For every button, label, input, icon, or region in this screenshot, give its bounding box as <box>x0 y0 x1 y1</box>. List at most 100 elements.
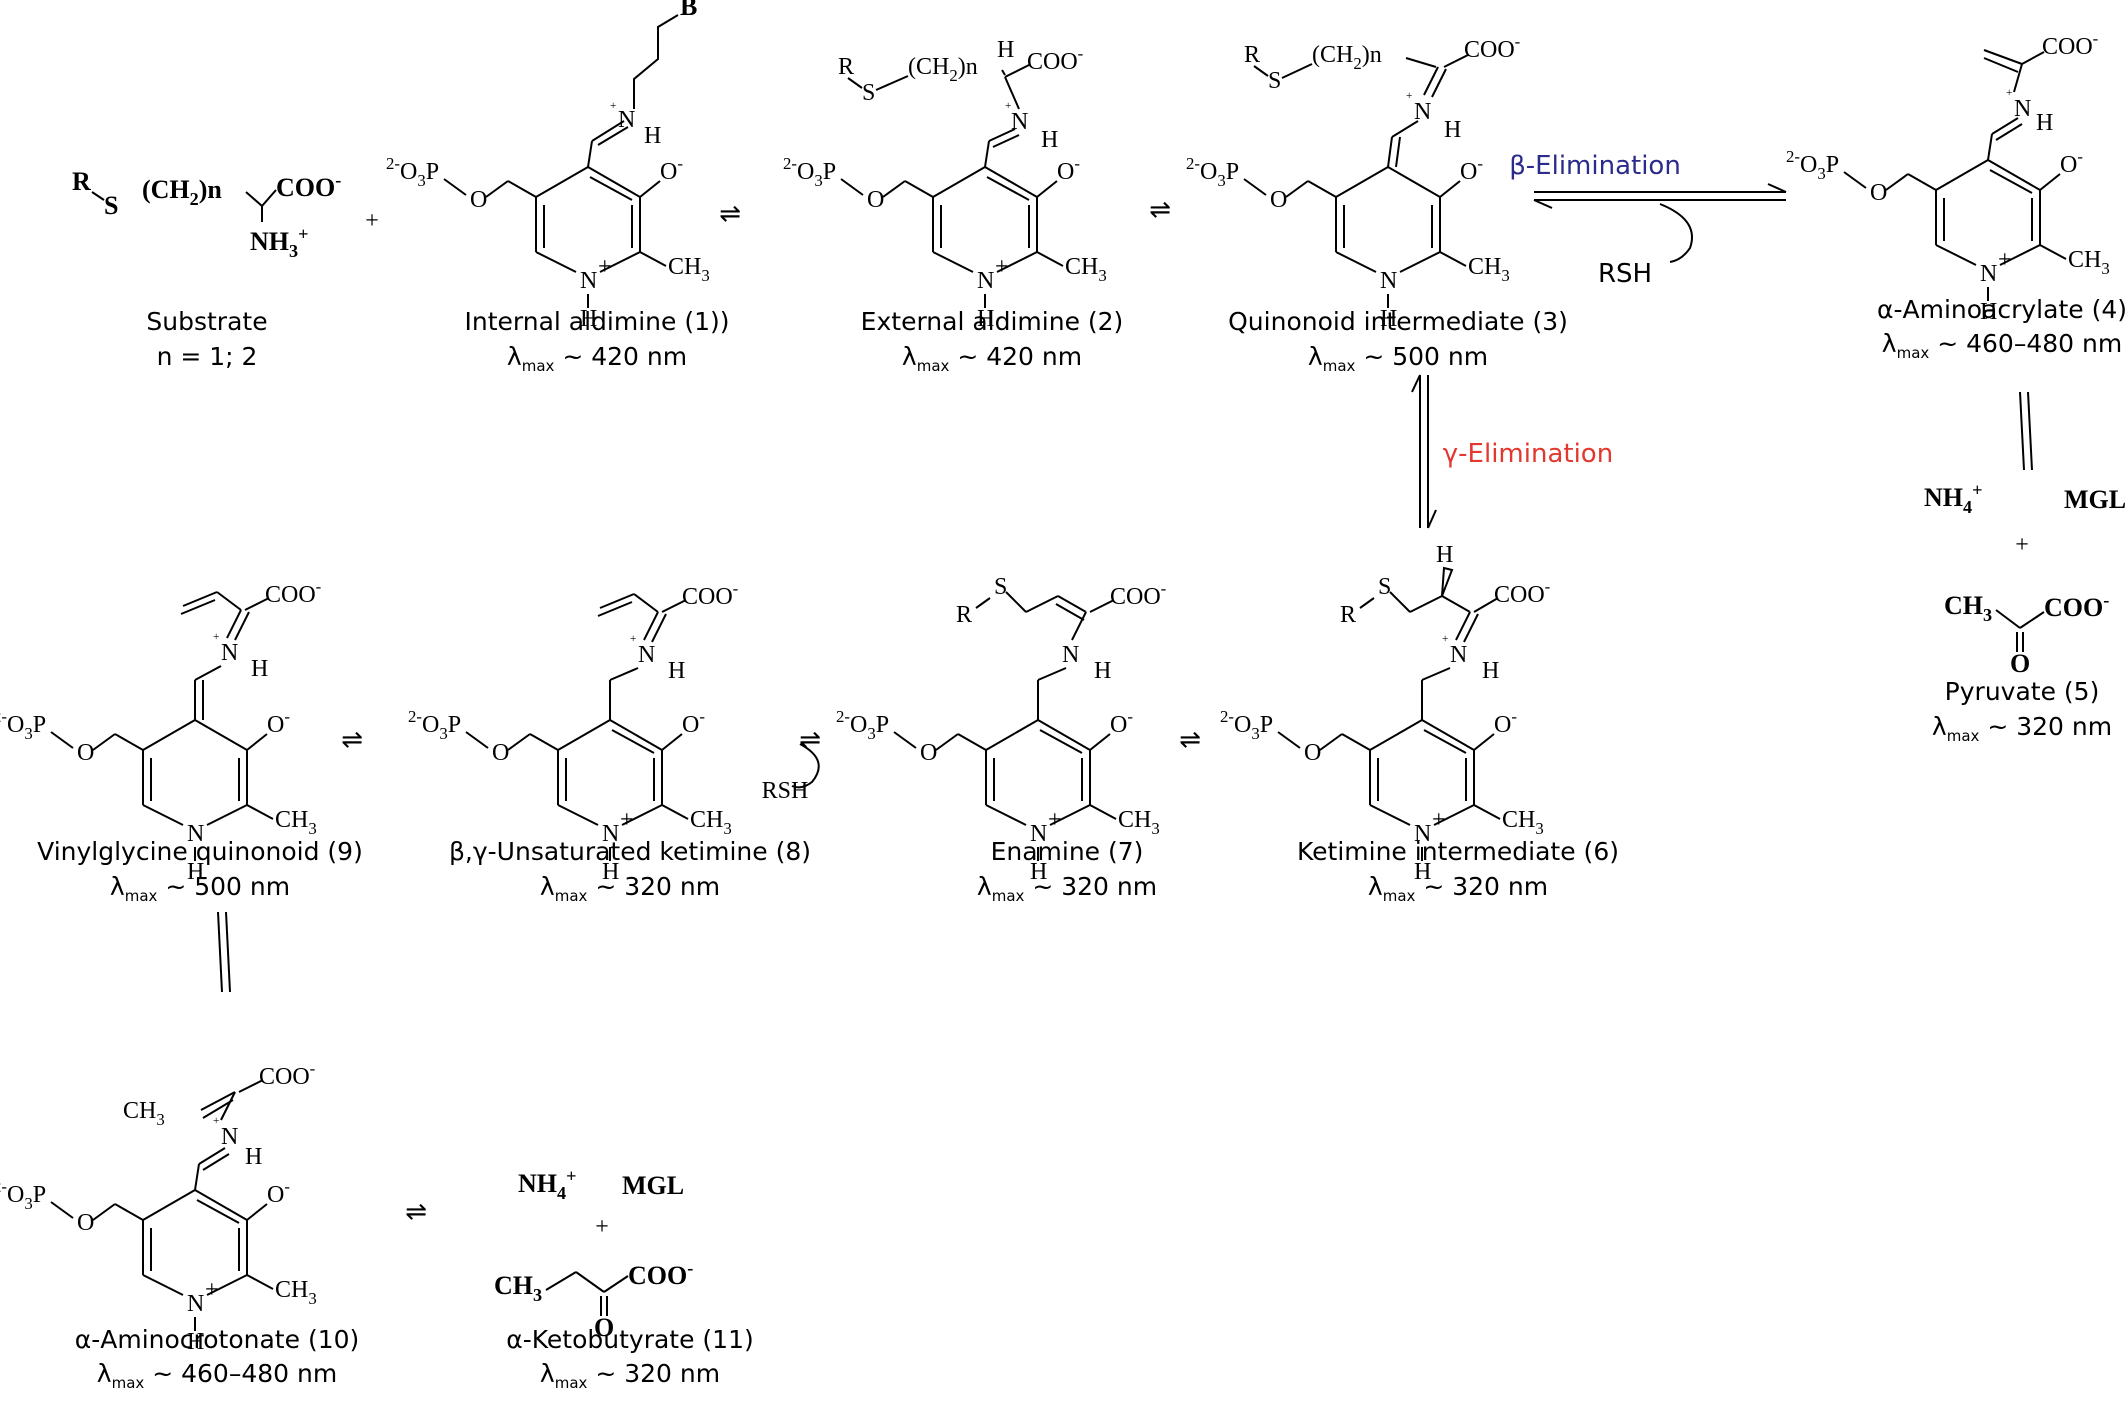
imine-hydrogen: H <box>1482 658 1499 684</box>
bond <box>1391 120 1419 138</box>
methyl-bond <box>1089 804 1117 820</box>
ring-bond <box>1049 804 1091 826</box>
imine-charge: + <box>2006 87 2012 99</box>
ring-nh-hydrogen: H <box>1414 859 1431 885</box>
methyl: CH3 <box>123 1098 165 1129</box>
methylene-bond <box>957 733 987 751</box>
methyl-bond <box>1439 251 1467 267</box>
bond <box>2019 611 2045 629</box>
phosphate-bond <box>1243 178 1267 196</box>
methyl-bond <box>1473 804 1501 820</box>
bond <box>1071 611 1087 641</box>
carboxylate: COO- <box>276 170 341 202</box>
carboxylate: COO- <box>628 1258 693 1290</box>
ether-bond <box>1319 733 1343 751</box>
bond <box>1253 65 1269 77</box>
imine-double-bond <box>1431 68 1447 98</box>
carbonyl-oxygen: O <box>594 1313 614 1342</box>
vinyl-double-bond <box>182 591 218 607</box>
bond <box>2013 63 2023 93</box>
ether-bond <box>935 733 959 751</box>
lambda-max-label: λmax ~ 420 nm <box>507 342 687 375</box>
enamine-double-bond <box>1055 603 1085 621</box>
lambda-max-label: λmax ~ 320 nm <box>540 872 720 905</box>
imine-double-bond <box>597 126 629 146</box>
ring-bond <box>142 719 196 751</box>
ring-nh-hydrogen: H <box>977 306 994 332</box>
phosphate-bond <box>50 1201 74 1219</box>
amine-hydrogen: H <box>1094 658 1111 684</box>
imine-hydrogen: H <box>1444 117 1461 143</box>
ether-oxygen: O <box>1304 740 1321 766</box>
aminocrotonate: N+HCH3O-O2-O3P+NHCOO-CH3α-Aminocrotonate… <box>0 1059 359 1392</box>
bond <box>984 140 990 168</box>
alpha-hydrogen: H <box>1436 542 1453 568</box>
vinyl-double-bond <box>599 593 635 609</box>
ring-bond <box>194 1189 248 1221</box>
phenolate-oxygen: O- <box>267 707 290 738</box>
ring-bond <box>206 1274 248 1296</box>
phenolate-oxygen: O- <box>682 707 705 738</box>
lambda-max-label: λmax ~ 320 nm <box>540 1359 720 1392</box>
bond <box>1037 667 1067 681</box>
rsh-label: RSH <box>762 778 809 804</box>
phosphate-label: 2-O3P <box>408 707 461 743</box>
methyl-bond <box>246 804 274 820</box>
phenolate-oxygen: O- <box>1110 707 1133 738</box>
ring-bond <box>557 804 599 826</box>
phosphate-bond <box>840 178 864 196</box>
ring-bond <box>985 719 1039 751</box>
ether-oxygen: O <box>492 740 509 766</box>
carboxylate: COO- <box>2042 29 2098 60</box>
ether-bond <box>882 180 906 198</box>
sulfur-atom: S <box>994 574 1007 600</box>
alpha-bond <box>1004 76 1020 110</box>
bond <box>1004 64 1030 78</box>
oxide-bond <box>661 733 683 751</box>
ether-oxygen: O <box>470 187 487 213</box>
imine-double-bond <box>1995 123 2023 141</box>
ring-bond <box>1935 244 1977 266</box>
imine-double-bond <box>992 134 1020 148</box>
imine-hydrogen: H <box>251 656 268 682</box>
ether-oxygen: O <box>77 740 94 766</box>
exocyclic-double-bond <box>1395 136 1401 168</box>
phosphate-bond <box>50 731 74 749</box>
equilibrium-arrow-9-8: ⇌ <box>341 725 363 755</box>
bond <box>609 667 639 681</box>
structure-label: External aldimine (2) <box>861 307 1124 336</box>
bond <box>261 189 277 207</box>
alkene-double-bond <box>200 1091 236 1111</box>
ring-nitrogen: N <box>1380 268 1397 294</box>
vinyl-double-bond <box>180 599 216 615</box>
methylene-bond <box>1341 733 1371 751</box>
imine-charge: + <box>1406 90 1412 102</box>
ether-oxygen: O <box>920 740 937 766</box>
exocyclic-double-bond <box>1387 136 1393 168</box>
vinyl-double-bond <box>597 601 633 617</box>
ring-methyl: CH3 <box>1118 807 1160 838</box>
lambda-max-label: λmax ~ 460–480 nm <box>97 1359 337 1392</box>
carboxylate: COO- <box>682 579 738 610</box>
ring-nitrogen: N <box>187 1291 204 1317</box>
alkyl-chain: (CH2)n <box>142 175 222 209</box>
phosphate-label: 2-O3P <box>1186 154 1239 190</box>
methylene-bond <box>1907 173 1937 191</box>
bond <box>661 599 687 613</box>
phosphate-bond <box>893 731 917 749</box>
bond <box>194 1163 200 1191</box>
ring-bond <box>1369 804 1411 826</box>
ring-bond <box>1387 166 1441 198</box>
imine-double-bond <box>591 120 625 142</box>
lambda-max-label: λmax ~ 500 nm <box>110 872 290 905</box>
methyl-bond <box>2039 244 2067 260</box>
bond <box>244 597 270 611</box>
ring-bond <box>1421 719 1475 751</box>
phosphate-bond <box>465 731 489 749</box>
ring-double-bond <box>1423 729 1467 754</box>
alkyl-chain: (CH2)n <box>1312 42 1382 73</box>
ring-nitrogen: N <box>580 268 597 294</box>
